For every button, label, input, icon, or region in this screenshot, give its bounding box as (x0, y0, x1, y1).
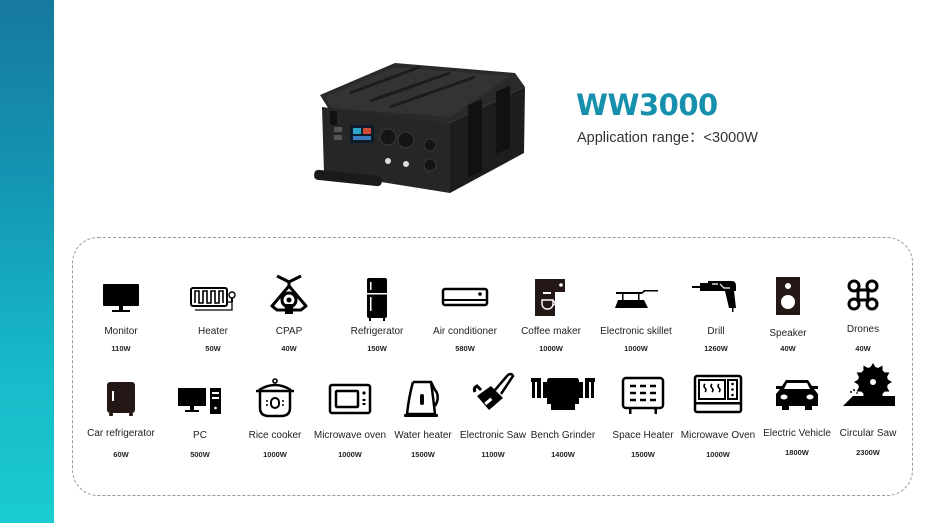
circular-saw-icon (843, 363, 895, 406)
device-name: Electric Vehicle (763, 428, 831, 439)
device-name: Bench Grinder (530, 430, 596, 441)
chainsaw-icon (472, 372, 515, 410)
device-name: Monitor (104, 326, 138, 337)
space-heater-icon (621, 376, 665, 414)
device-power: 1800W (785, 448, 809, 457)
device-name: Drill (707, 326, 725, 337)
model-title: WW3000 (576, 88, 718, 122)
device-power: 40W (780, 344, 796, 353)
device-name: Speaker (769, 328, 807, 339)
applications-panel (72, 237, 913, 496)
drone-icon (847, 279, 879, 311)
device-power: 60W (113, 450, 129, 459)
device-name: Car refrigerator (87, 428, 155, 439)
device-name: Refrigerator (350, 326, 404, 337)
device-name: Drones (846, 324, 880, 335)
drill-icon (692, 281, 736, 312)
device-refrigerator: Refrigerator 150W (327, 272, 427, 358)
device-rice-cooker: Rice cooker 1000W (225, 378, 325, 464)
heater-icon (190, 287, 236, 311)
device-drones: Drones 40W (813, 272, 913, 358)
sidebar-gradient-strip (0, 0, 54, 523)
device-air-conditioner: Air conditioner 580W (415, 272, 515, 358)
device-power: 1500W (631, 450, 655, 459)
rice-cooker-icon (256, 378, 294, 418)
device-cpap: CPAP 40W (239, 272, 339, 358)
device-electronic-skillet: Electronic skillet 1000W (586, 272, 686, 358)
device-name: Electronic Saw (459, 430, 527, 441)
application-range: Application range：<3000W (577, 130, 758, 146)
skillet-icon (615, 290, 658, 308)
monitor-icon (103, 284, 139, 312)
device-coffee-maker: Coffee maker 1000W (501, 272, 601, 358)
device-power: 150W (367, 344, 387, 353)
device-name: Air conditioner (433, 326, 497, 337)
device-power: 580W (455, 344, 475, 353)
device-name: Microwave Oven (680, 430, 756, 441)
power-station-image (314, 63, 525, 193)
device-electronic-saw: Electronic Saw 1100W (443, 370, 543, 464)
bench-grinder-icon (531, 378, 595, 410)
device-name: Microwave oven (313, 430, 387, 441)
kettle-icon (404, 380, 439, 417)
device-car-refrigerator: Car refrigerator 60W (71, 378, 171, 464)
device-power: 1260W (704, 344, 728, 353)
device-electric-vehicle: Electric Vehicle 1800W (747, 370, 847, 464)
device-water-heater: Water heater 1500W (373, 378, 473, 464)
cpap-icon (270, 274, 308, 314)
device-drill: Drill 1260W (666, 272, 766, 358)
oven-icon (693, 374, 743, 414)
device-name: PC (193, 430, 207, 441)
device-name: Coffee maker (521, 326, 581, 337)
device-pc: PC 500W (150, 378, 250, 464)
pc-icon (178, 388, 221, 414)
device-circular-saw: Circular Saw 2300W (818, 360, 918, 464)
device-power: 2300W (856, 448, 880, 457)
device-power: 1000W (263, 450, 287, 459)
device-name: Heater (197, 326, 228, 337)
device-power: 1400W (551, 450, 575, 459)
device-power: 500W (190, 450, 210, 459)
device-name: Electronic skillet (600, 326, 672, 337)
device-power: 40W (281, 344, 297, 353)
device-heater: Heater 50W (163, 278, 263, 358)
device-power: 40W (855, 344, 871, 353)
car-icon (776, 380, 818, 410)
device-bench-grinder: Bench Grinder 1400W (513, 370, 613, 464)
car-refrigerator-icon (107, 382, 135, 416)
device-name: Water heater (394, 430, 452, 441)
device-power: 110W (111, 344, 131, 353)
device-name: Rice cooker (248, 430, 302, 441)
air-conditioner-icon (441, 287, 489, 307)
device-monitor: Monitor 110W (71, 278, 171, 358)
device-space-heater: Space Heater 1500W (593, 370, 693, 464)
device-power: 50W (205, 344, 221, 353)
device-name: Circular Saw (839, 428, 897, 439)
device-microwave-oven: Microwave oven 1000W (300, 378, 400, 464)
speaker-icon (776, 277, 800, 315)
refrigerator-icon (367, 278, 387, 321)
device-power: 1100W (481, 450, 505, 459)
device-name: Space Heater (612, 430, 674, 441)
coffee-maker-icon (535, 279, 565, 316)
microwave-icon (328, 383, 372, 415)
device-name: CPAP (275, 326, 303, 337)
device-power: 1500W (411, 450, 435, 459)
device-speaker: Speaker 40W (738, 272, 838, 358)
device-power: 1000W (706, 450, 730, 459)
device-power: 1000W (624, 344, 648, 353)
device-microwave-oven-2: Microwave Oven 1000W (668, 370, 768, 464)
device-power: 1000W (539, 344, 563, 353)
device-power: 1000W (338, 450, 362, 459)
